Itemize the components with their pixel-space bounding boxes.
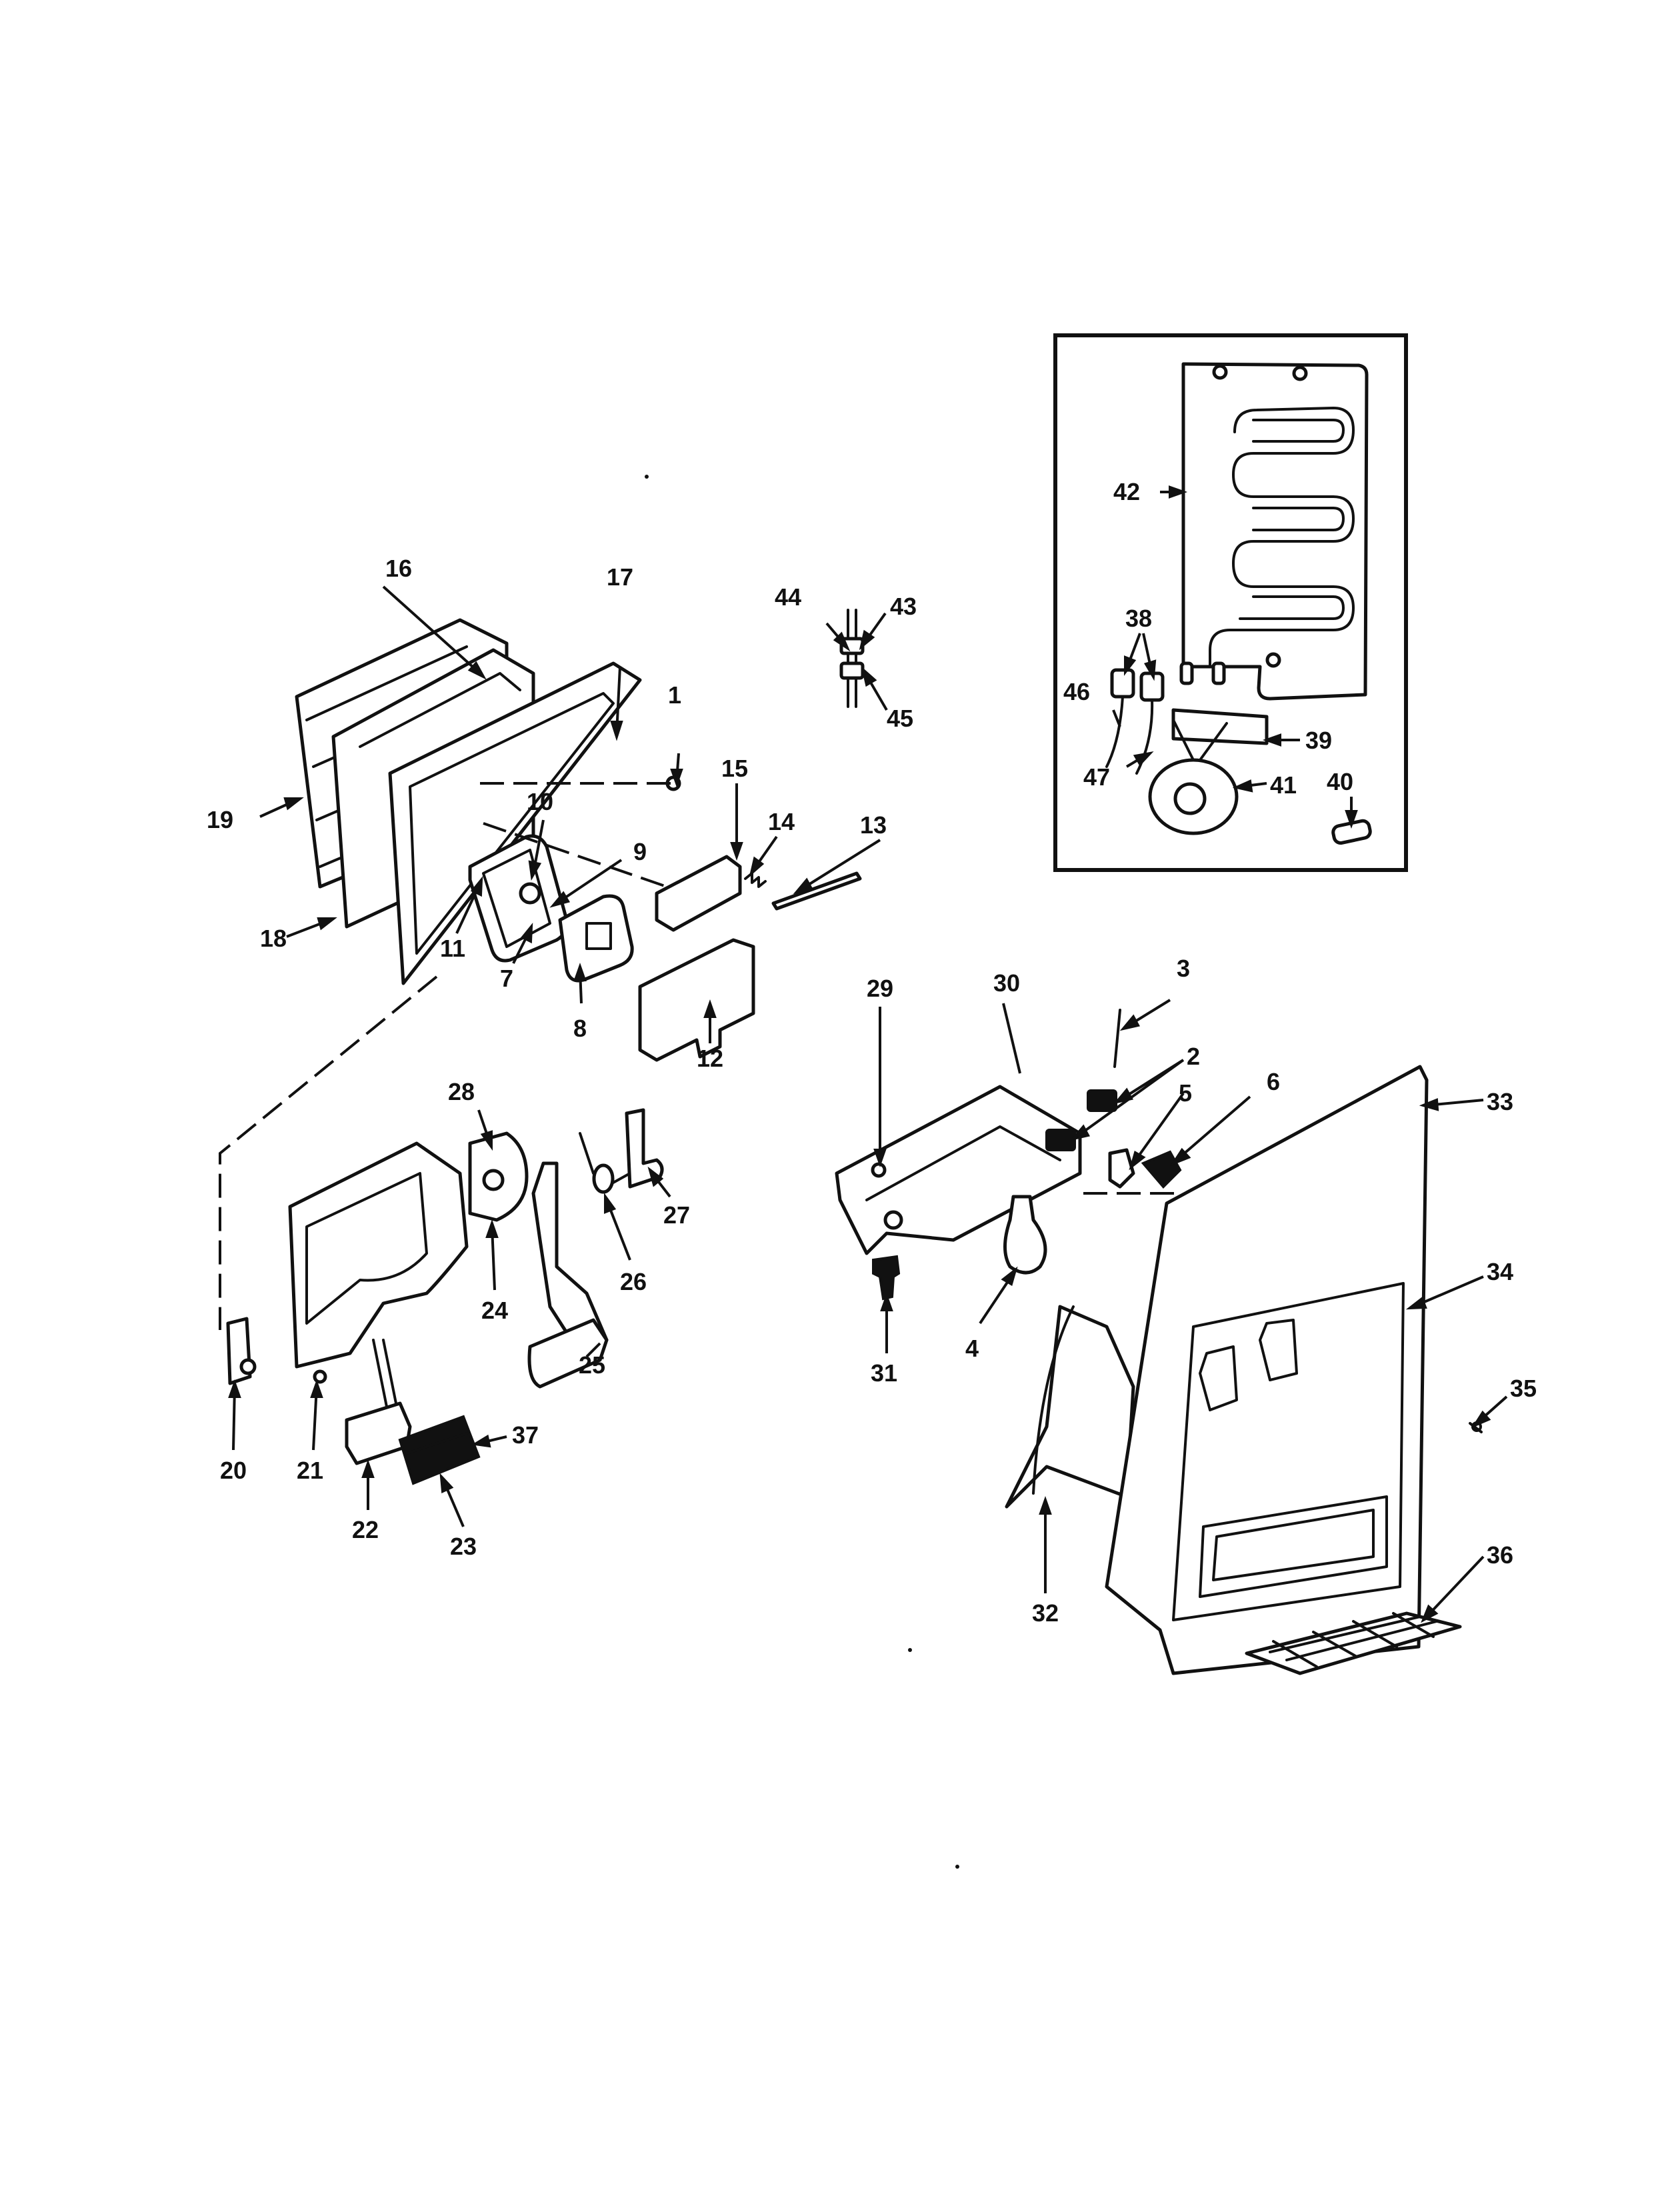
- heater-bracket: [1171, 708, 1269, 745]
- callout-2: 2: [1187, 1043, 1200, 1070]
- thermostat: [1148, 719, 1239, 835]
- pedal-cover: [398, 1415, 481, 1485]
- callout-47: 47: [1083, 763, 1110, 791]
- heater-coil-inner: [1239, 419, 1345, 620]
- callout-8: 8: [573, 1015, 587, 1042]
- callout-16: 16: [385, 555, 412, 582]
- callout-38: 38: [1125, 605, 1152, 632]
- callout-40: 40: [1327, 768, 1353, 795]
- callout-12: 12: [697, 1045, 723, 1072]
- ice-chute-assembly: [219, 618, 862, 1330]
- fitting: [1108, 1148, 1135, 1189]
- callout-30: 30: [993, 969, 1020, 997]
- callout-13: 13: [860, 811, 887, 839]
- callout-43: 43: [890, 593, 917, 620]
- callout-37: 37: [512, 1421, 539, 1449]
- callout-24: 24: [481, 1297, 508, 1324]
- lever-arm: [531, 1161, 609, 1355]
- callout-29: 29: [867, 975, 893, 1002]
- callout-10: 10: [527, 788, 553, 815]
- rod: [771, 871, 862, 911]
- mounting-plate: [638, 938, 755, 1062]
- leader-lines: [228, 485, 1508, 1623]
- door-seal: [558, 894, 634, 983]
- screw: [1113, 1009, 1121, 1068]
- callout-39: 39: [1305, 727, 1332, 754]
- heater-screw-hole: [1265, 652, 1281, 668]
- scan-speck: [645, 475, 649, 479]
- upper-bracket: [655, 855, 742, 932]
- heater-coil: [1209, 407, 1355, 668]
- micro-switch: [1045, 1129, 1076, 1151]
- scan-speck: [908, 1648, 912, 1652]
- callout-28: 28: [448, 1078, 475, 1105]
- callout-27: 27: [663, 1201, 690, 1229]
- scan-speck: [955, 1865, 959, 1869]
- lever-pad: [527, 1318, 609, 1389]
- inset-frame: [1053, 333, 1408, 872]
- water-fitting: [839, 609, 865, 708]
- callout-25: 25: [579, 1351, 605, 1379]
- callout-17: 17: [607, 563, 633, 591]
- callout-35: 35: [1510, 1375, 1537, 1402]
- lever-housing: [288, 1141, 469, 1369]
- callout-23: 23: [450, 1533, 477, 1560]
- callout-15: 15: [721, 755, 748, 782]
- chute-frame-inner: [409, 692, 615, 955]
- callout-19: 19: [207, 806, 233, 833]
- water-tube: [1005, 1305, 1135, 1509]
- callout-11: 11: [440, 935, 465, 962]
- callout-26: 26: [620, 1268, 647, 1295]
- callout-32: 32: [1032, 1599, 1059, 1627]
- callout-41: 41: [1270, 771, 1297, 799]
- callout-1: 1: [668, 681, 681, 709]
- chute-frame: [388, 661, 642, 985]
- screw: [313, 1369, 327, 1384]
- callout-44: 44: [775, 583, 801, 611]
- heater-screw-hole: [1292, 365, 1308, 381]
- callout-6: 6: [1267, 1068, 1280, 1095]
- spring: [744, 872, 767, 888]
- callout-labels: 1 2 3 4 5 6 7 8 9 10 11 12 13 14 15 16 1…: [207, 478, 1537, 1627]
- light-bulb: [1003, 1195, 1047, 1275]
- callout-7: 7: [500, 965, 513, 992]
- callout-42: 42: [1113, 478, 1140, 505]
- callout-36: 36: [1487, 1541, 1513, 1569]
- heater-screw-hole: [1212, 364, 1228, 380]
- lever-assembly: [226, 1108, 664, 1485]
- terminal-connectors: [1105, 661, 1226, 775]
- dispenser-assembly: [835, 1009, 1483, 1675]
- knob: [1141, 1150, 1182, 1189]
- pedal: [345, 1401, 412, 1465]
- callout-46: 46: [1063, 678, 1090, 705]
- callout-18: 18: [260, 925, 287, 952]
- callout-22: 22: [352, 1516, 379, 1543]
- callout-9: 9: [633, 838, 647, 865]
- control-knob: [872, 1255, 901, 1301]
- callout-31: 31: [871, 1359, 897, 1387]
- callout-21: 21: [297, 1457, 323, 1484]
- heater-inset: [1053, 333, 1408, 872]
- callout-5: 5: [1179, 1079, 1192, 1107]
- callout-45: 45: [887, 705, 913, 732]
- torsion-spring: [592, 1163, 615, 1194]
- callout-34: 34: [1487, 1258, 1513, 1285]
- callout-4: 4: [965, 1335, 979, 1362]
- micro-switch: [1087, 1089, 1117, 1112]
- pedal-arm: [372, 1339, 398, 1408]
- callout-3: 3: [1177, 955, 1190, 982]
- screw: [871, 1162, 887, 1178]
- callout-20: 20: [220, 1457, 247, 1484]
- callout-33: 33: [1487, 1088, 1513, 1115]
- callout-14: 14: [768, 808, 795, 835]
